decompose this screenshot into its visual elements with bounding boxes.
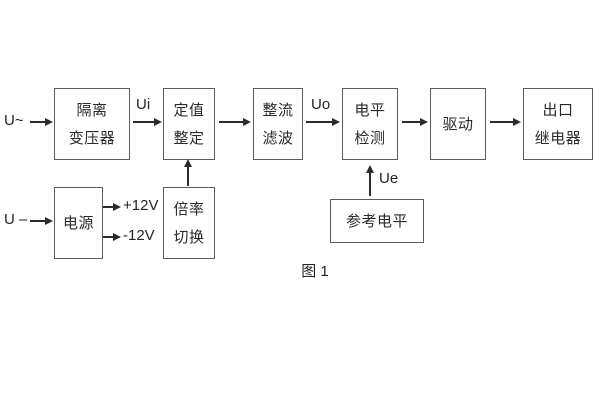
block-power-supply: 电源 (54, 187, 103, 259)
block-drive: 驱动 (430, 88, 486, 160)
block-label: 倍率 (173, 200, 205, 218)
block-label: 整流 (262, 101, 294, 119)
rail-label-pos12v: +12V (123, 197, 159, 214)
block-label: 隔离 (76, 101, 108, 119)
block-label: 出口 (542, 101, 574, 119)
arrow-right-icon (219, 118, 251, 126)
block-reference-level: 参考电平 (330, 199, 424, 243)
block-label: 驱动 (442, 115, 474, 133)
block-setpoint-adjust: 定值 整定 (163, 88, 215, 160)
signal-label-uo: Uo (311, 96, 331, 113)
block-label: 切换 (173, 228, 205, 246)
block-label: 检测 (354, 129, 386, 147)
block-ratio-switch: 倍率 切换 (163, 187, 215, 259)
arrow-right-icon (103, 203, 121, 211)
arrow-up-icon (184, 159, 192, 186)
input-label-ac: U~ (4, 112, 24, 129)
input-label-dc: U – (4, 211, 28, 228)
arrow-right-icon (103, 233, 121, 241)
figure-caption: 图 1 (301, 263, 329, 280)
block-label: 电平 (354, 101, 386, 119)
signal-label-ue: Ue (379, 170, 399, 187)
block-rectify-filter: 整流 滤波 (253, 88, 303, 160)
block-label: 滤波 (262, 129, 294, 147)
block-label: 整定 (173, 129, 205, 147)
block-label: 电源 (62, 214, 94, 232)
arrow-right-icon (30, 217, 53, 225)
arrow-right-icon (306, 118, 340, 126)
arrow-up-icon (366, 165, 374, 196)
rail-label-neg12v: -12V (123, 227, 155, 244)
arrow-right-icon (402, 118, 428, 126)
block-label: 参考电平 (345, 212, 408, 230)
arrow-right-icon (490, 118, 521, 126)
block-label: 定值 (173, 101, 205, 119)
arrow-right-icon (30, 118, 53, 126)
block-output-relay: 出口 继电器 (523, 88, 593, 160)
block-label: 变压器 (68, 129, 116, 147)
block-label: 继电器 (534, 129, 582, 147)
signal-label-ui: Ui (136, 96, 151, 113)
arrow-right-icon (133, 118, 162, 126)
block-isolation-transformer: 隔离 变压器 (54, 88, 130, 160)
block-level-detect: 电平 检测 (342, 88, 398, 160)
